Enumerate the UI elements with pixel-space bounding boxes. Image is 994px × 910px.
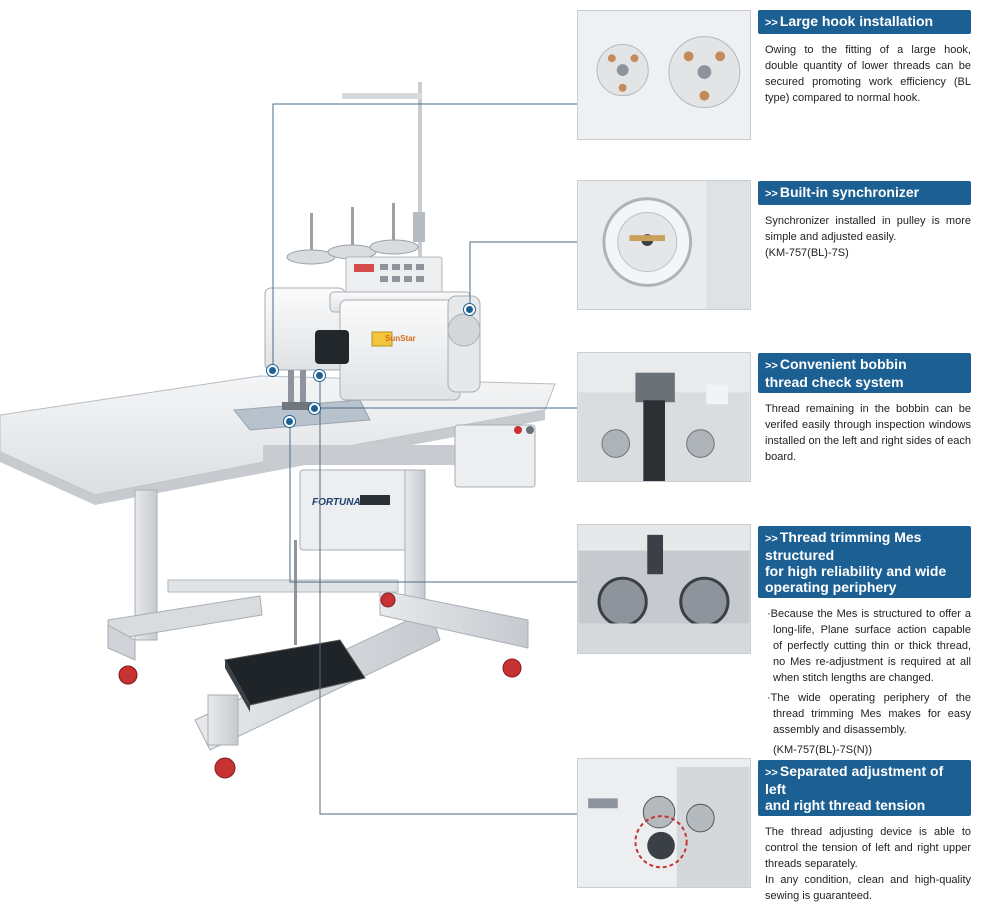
feature-large-hook: >>Large hook installation Owing to the f… <box>758 10 971 106</box>
arrow-glyph: >> <box>765 533 778 545</box>
brand-head-label: SunStar <box>385 334 416 343</box>
feature-description: Owing to the fitting of a large hook, do… <box>765 44 971 104</box>
feature-bobbin-check: >>Convenient bobbin thread check system … <box>758 353 971 465</box>
feature-thread-tension: >>Separated adjustment of left and right… <box>758 760 971 904</box>
feature-description: Thread remaining in the bobbin can be ve… <box>765 403 971 463</box>
arrow-glyph: >> <box>765 17 778 29</box>
detail-photo-bobbin <box>577 352 751 482</box>
detail-photo-trimming <box>577 524 751 654</box>
marker-bobbin <box>309 403 320 414</box>
arrow-glyph: >> <box>765 767 778 779</box>
feature-description: The thread adjusting device is able to c… <box>765 826 971 902</box>
feature-description: Synchronizer installed in pulley is more… <box>765 215 971 259</box>
feature-description: ·Because the Mes is structured to offer … <box>758 606 971 758</box>
detail-photo-tension <box>577 758 751 888</box>
model-note: (KM-757(BL)-7S(N)) <box>773 744 873 756</box>
brand-motor-label: FORTUNA <box>312 497 361 508</box>
feature-title: >>Built-in synchronizer <box>758 181 971 205</box>
feature-synchronizer: >>Built-in synchronizer Synchronizer ins… <box>758 181 971 261</box>
marker-synchronizer <box>464 304 475 315</box>
marker-trimming <box>284 416 295 427</box>
feature-thread-trimming: >>Thread trimming Mes structured for hig… <box>758 526 971 758</box>
feature-bullet: ·The wide operating periphery of the thr… <box>767 692 971 736</box>
feature-bullet: ·Because the Mes is structured to offer … <box>767 608 971 684</box>
feature-title: >>Thread trimming Mes structured for hig… <box>758 526 971 598</box>
arrow-glyph: >> <box>765 188 778 200</box>
marker-tension <box>314 370 325 381</box>
feature-title: >>Convenient bobbin thread check system <box>758 353 971 393</box>
thread-stand <box>286 82 425 272</box>
detail-photo-synchronizer <box>577 180 751 310</box>
feature-title: >>Separated adjustment of left and right… <box>758 760 971 816</box>
arrow-glyph: >> <box>765 360 778 372</box>
feature-title: >>Large hook installation <box>758 10 971 34</box>
control-panel <box>345 256 443 294</box>
marker-hook <box>267 365 278 376</box>
sewing-machine-photo: SunStar FORTUNA <box>0 82 556 779</box>
detail-photo-hook <box>577 10 751 140</box>
